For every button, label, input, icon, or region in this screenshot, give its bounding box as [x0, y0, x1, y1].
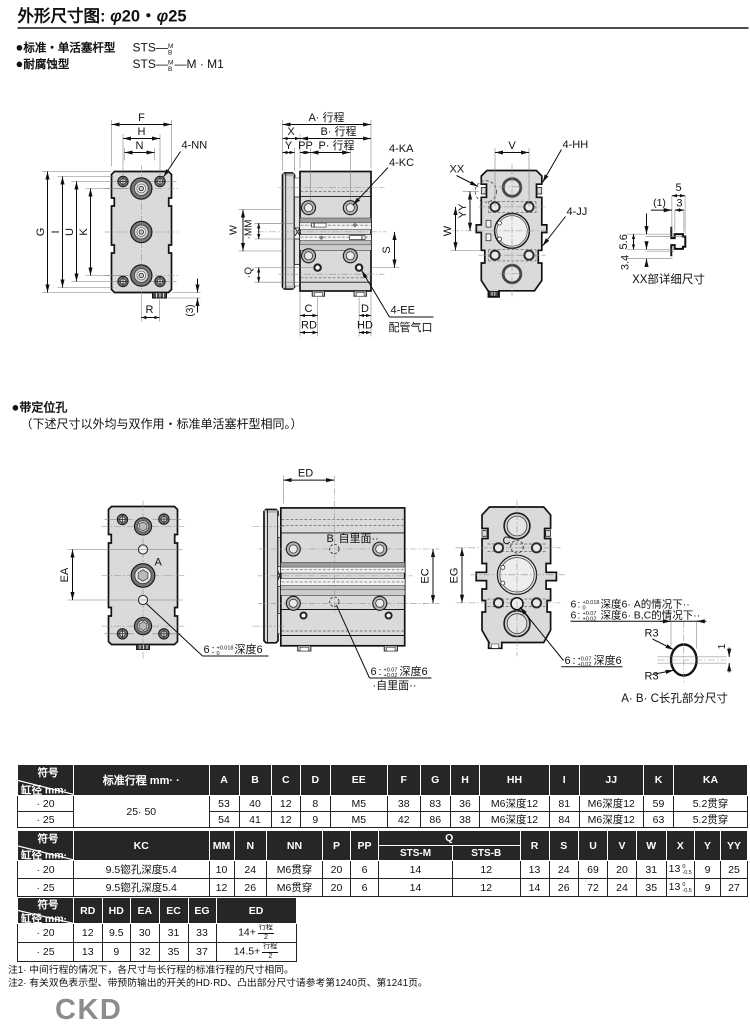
svg-text:自里面··: 自里面·· — [339, 532, 379, 545]
svg-text:●带定位孔: ●带定位孔 — [12, 400, 68, 415]
svg-text:·Q: ·Q — [244, 267, 255, 278]
svg-text::: : — [212, 644, 215, 656]
svg-text:0: 0 — [583, 606, 586, 612]
svg-text:（下述尺寸以外均与双作用・标准单活塞杆型相同。）: （下述尺寸以外均与双作用・标准单活塞杆型相同。） — [21, 416, 303, 431]
svg-text:+0.02: +0.02 — [583, 617, 597, 623]
svg-text:C: C — [305, 303, 313, 315]
svg-text:V: V — [508, 140, 516, 152]
svg-text:K: K — [78, 228, 90, 236]
svg-text:X: X — [287, 126, 295, 138]
svg-text:I: I — [50, 230, 62, 233]
svg-text:XX: XX — [450, 164, 465, 176]
svg-text:外形尺寸图: φ20・φ25: 外形尺寸图: φ20・φ25 — [18, 6, 187, 26]
svg-text:4-JJ: 4-JJ — [567, 206, 588, 218]
svg-text:A· 行程: A· 行程 — [308, 111, 344, 124]
svg-text:B: B — [327, 533, 334, 545]
svg-text:P· 行程: P· 行程 — [318, 139, 354, 152]
svg-text:4-HH: 4-HH — [563, 139, 589, 151]
svg-text:深度6· A的情况下··: 深度6· A的情况下·· — [601, 598, 690, 611]
svg-text:●标准・单活塞杆型: ●标准・单活塞杆型 — [16, 40, 116, 55]
svg-text:A· B· C长孔部分尺寸: A· B· C长孔部分尺寸 — [621, 691, 728, 705]
svg-text:STS—: STS— — [133, 57, 168, 71]
svg-text:B: B — [168, 50, 172, 57]
svg-text:F: F — [138, 112, 145, 124]
svg-text:G: G — [35, 228, 47, 237]
svg-text:6: 6 — [204, 644, 210, 656]
svg-text:·自里面··: ·自里面·· — [373, 679, 417, 692]
svg-text:EC: EC — [420, 568, 432, 583]
svg-text:Y: Y — [285, 140, 293, 152]
svg-text:RD: RD — [301, 320, 317, 332]
svg-text:(1): (1) — [653, 197, 666, 209]
svg-text:—M · M1: —M · M1 — [175, 57, 225, 71]
svg-text:5.6: 5.6 — [618, 234, 630, 249]
svg-text:R3: R3 — [645, 628, 659, 640]
svg-text:+0.07: +0.07 — [578, 657, 592, 663]
svg-text:N: N — [136, 140, 144, 152]
svg-text:B· 行程: B· 行程 — [320, 125, 356, 138]
svg-text:HD: HD — [357, 320, 373, 332]
svg-text:●耐腐蚀型: ●耐腐蚀型 — [16, 56, 70, 71]
svg-text:C: C — [503, 535, 511, 547]
svg-text:符号: 符号 — [38, 832, 59, 845]
svg-text:B: B — [168, 66, 172, 73]
svg-text:+0.018: +0.018 — [583, 600, 600, 606]
svg-text:+0.07: +0.07 — [384, 668, 398, 674]
svg-text:R: R — [146, 304, 154, 316]
svg-text:配管气口: 配管气口 — [389, 320, 433, 334]
svg-text:XX部详细尺寸: XX部详细尺寸 — [632, 272, 705, 286]
svg-text:深度6: 深度6 — [594, 653, 622, 667]
svg-text:缸径 mm·: 缸径 mm· — [20, 784, 67, 796]
svg-text:6: 6 — [565, 655, 571, 667]
svg-text:+0.02: +0.02 — [384, 673, 398, 679]
svg-text:ED: ED — [298, 468, 313, 480]
svg-text:0: 0 — [217, 651, 220, 657]
svg-text:符号: 符号 — [38, 766, 59, 779]
svg-text:缸径 mm·: 缸径 mm· — [20, 912, 67, 924]
svg-text:深度6· B,C的情况下··: 深度6· B,C的情况下·· — [601, 609, 701, 622]
svg-text:4-KA: 4-KA — [389, 143, 414, 155]
svg-text:A: A — [155, 557, 163, 569]
svg-text:4-EE: 4-EE — [391, 305, 415, 317]
svg-text:EG: EG — [449, 568, 461, 584]
svg-text:+0.02: +0.02 — [578, 662, 592, 668]
svg-text:4-NN: 4-NN — [182, 140, 208, 152]
svg-text::: : — [578, 610, 581, 622]
svg-text:6: 6 — [571, 599, 577, 611]
svg-text:R3: R3 — [645, 671, 659, 683]
svg-text:6: 6 — [371, 666, 377, 678]
svg-text:YY: YY — [457, 203, 469, 218]
svg-text:W: W — [442, 225, 454, 236]
svg-text:U: U — [64, 228, 76, 236]
svg-text:STS—: STS— — [133, 41, 168, 55]
svg-text:4-KC: 4-KC — [389, 157, 414, 169]
svg-text:深度6: 深度6 — [235, 642, 263, 656]
svg-text:H: H — [138, 126, 146, 138]
svg-text:EA: EA — [59, 567, 71, 582]
svg-text:W: W — [228, 225, 240, 235]
svg-text:5: 5 — [675, 182, 681, 194]
svg-text:深度6: 深度6 — [400, 664, 428, 678]
svg-text:M: M — [168, 60, 173, 67]
svg-text:符号: 符号 — [38, 898, 59, 911]
svg-text:S: S — [381, 246, 393, 253]
svg-text:缸径 mm·: 缸径 mm· — [20, 849, 67, 861]
svg-text::: : — [578, 599, 581, 611]
svg-text:PP: PP — [298, 140, 313, 152]
svg-text:(3): (3) — [185, 304, 196, 316]
svg-text:6: 6 — [571, 610, 577, 622]
svg-text:D: D — [361, 303, 369, 315]
svg-text:+0.018: +0.018 — [217, 646, 234, 652]
svg-text:·MM: ·MM — [244, 220, 255, 240]
svg-text:3: 3 — [676, 198, 682, 210]
svg-text:+0.07: +0.07 — [583, 611, 597, 617]
svg-text::: : — [573, 655, 576, 667]
svg-text::: : — [379, 666, 382, 678]
svg-text:M: M — [168, 43, 173, 50]
svg-text:3.4: 3.4 — [620, 255, 632, 270]
svg-text:1: 1 — [717, 643, 728, 649]
